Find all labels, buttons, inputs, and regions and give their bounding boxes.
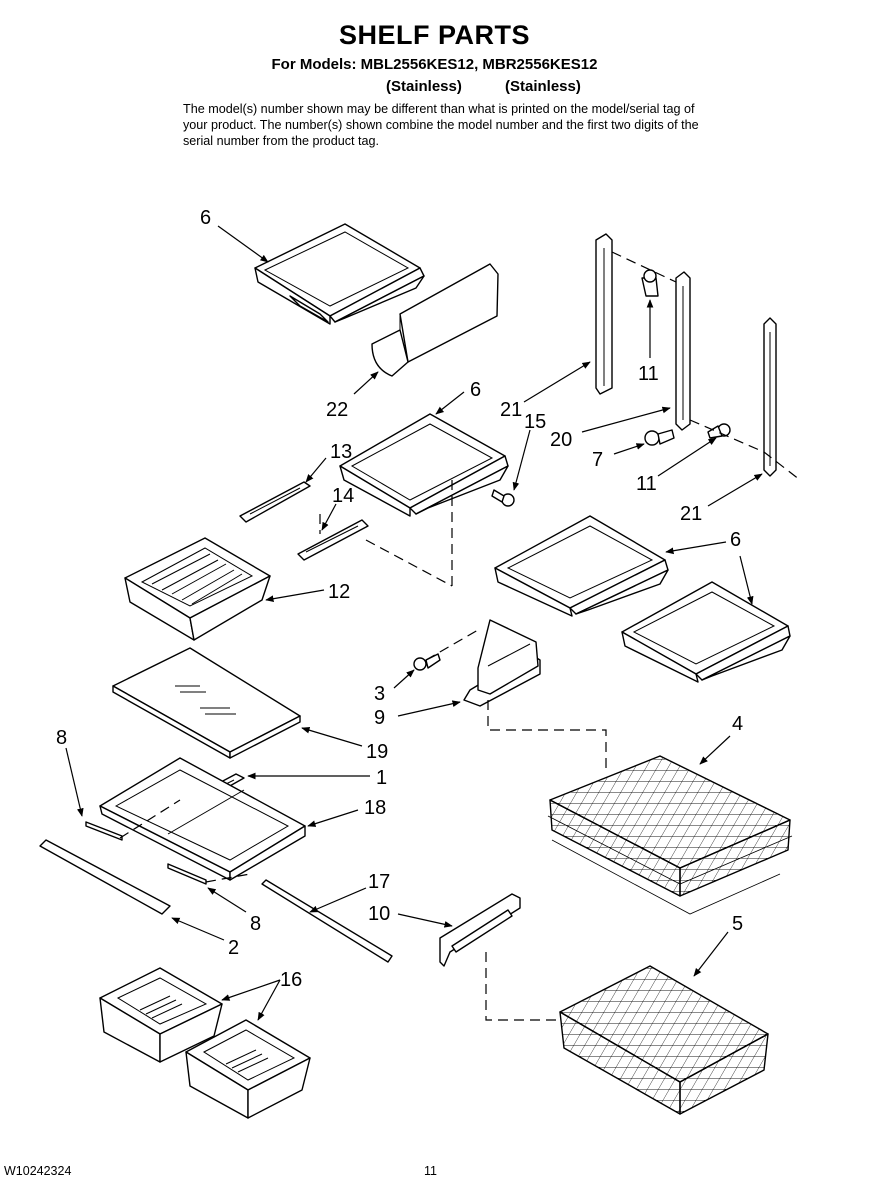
callout-1: 1 xyxy=(376,767,387,789)
stainless-label-left: (Stainless) xyxy=(386,78,462,95)
dash-line xyxy=(425,629,479,661)
screw-11-top xyxy=(641,269,659,297)
stainless-label-right: (Stainless) xyxy=(505,78,581,95)
screw-3 xyxy=(413,653,441,671)
screw-7 xyxy=(644,429,675,446)
dash-line xyxy=(611,251,677,283)
dash-line xyxy=(485,952,560,1021)
callout-6: 6 xyxy=(730,529,741,551)
callout-6: 6 xyxy=(470,379,481,401)
shelf-6-middle xyxy=(339,413,509,517)
callout-4: 4 xyxy=(732,713,743,735)
rail-20 xyxy=(675,271,691,431)
callout-13: 13 xyxy=(330,441,352,463)
model-number-note: The model(s) number shown may be differe… xyxy=(183,102,699,148)
trim-22 xyxy=(371,263,499,377)
callout-8: 8 xyxy=(56,727,67,749)
glass-shelf-19 xyxy=(112,647,301,759)
callout-8: 8 xyxy=(250,913,261,935)
callout-17: 17 xyxy=(368,871,390,893)
callout-22: 22 xyxy=(326,399,348,421)
rail-21-left xyxy=(595,233,613,395)
crisper-16-a xyxy=(99,967,223,1063)
page-number: 11 xyxy=(424,1164,437,1178)
crisper-16-b xyxy=(185,1019,311,1119)
callout-2: 2 xyxy=(228,937,239,959)
callout-18: 18 xyxy=(364,797,386,819)
callout-19: 19 xyxy=(366,741,388,763)
clip-8-right xyxy=(167,863,207,885)
dash-line xyxy=(365,539,453,587)
clip-8-left xyxy=(85,821,123,841)
callout-16: 16 xyxy=(280,969,302,991)
callout-15: 15 xyxy=(524,411,546,433)
divider-10 xyxy=(439,893,521,967)
callout-20: 20 xyxy=(550,429,572,451)
callout-10: 10 xyxy=(368,903,390,925)
rod-17 xyxy=(261,879,393,963)
leader-arrows xyxy=(65,225,763,1021)
basket-4 xyxy=(547,755,793,915)
page-title: SHELF PARTS xyxy=(338,20,530,50)
callout-11: 11 xyxy=(638,363,659,385)
callout-11: 11 xyxy=(636,473,657,495)
models-line: For Models: MBL2556KES12, MBR2556KES12 xyxy=(271,56,598,73)
rail-21-right xyxy=(763,317,777,477)
document-number: W10242324 xyxy=(4,1164,72,1178)
screw-15 xyxy=(491,489,515,507)
callout-12: 12 xyxy=(328,581,350,603)
basket-5 xyxy=(559,965,769,1115)
callout-14: 14 xyxy=(332,485,354,507)
shelf-6-right-a xyxy=(494,515,669,617)
callout-6: 6 xyxy=(200,207,211,229)
trim-2 xyxy=(39,839,171,915)
dash-line xyxy=(487,700,607,770)
dash-line xyxy=(119,799,181,839)
pan-12 xyxy=(124,537,271,641)
callout-7: 7 xyxy=(592,449,603,471)
callout-3: 3 xyxy=(374,683,385,705)
slide-13 xyxy=(239,481,311,523)
slide-14 xyxy=(297,519,369,561)
callout-9: 9 xyxy=(374,707,385,729)
dash-line xyxy=(205,873,251,883)
callout-5: 5 xyxy=(732,913,743,935)
callout-21: 21 xyxy=(680,503,702,525)
dash-line xyxy=(689,419,801,481)
shelf-6-top xyxy=(254,223,425,325)
bracket-9 xyxy=(463,619,541,707)
callout-21: 21 xyxy=(500,399,522,421)
shelf-6-right-b xyxy=(621,581,791,683)
